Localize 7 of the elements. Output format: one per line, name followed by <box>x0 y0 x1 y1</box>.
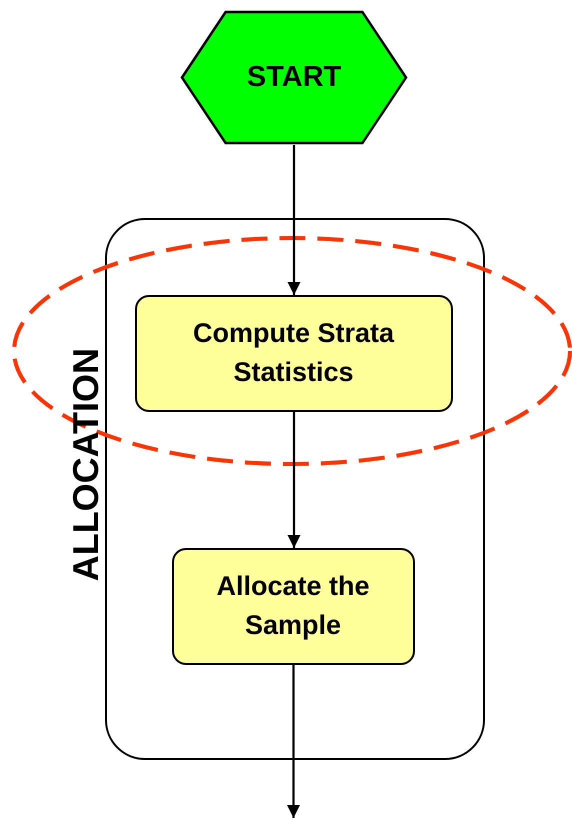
process-box: Compute Strata Statistics <box>134 294 452 412</box>
arrow <box>286 665 300 818</box>
group-label: ALLOCATION <box>65 348 107 582</box>
arrow <box>287 412 301 548</box>
terminal-label: START <box>246 61 342 94</box>
arrow <box>287 145 301 295</box>
process-box: Allocate the Sample <box>172 548 414 664</box>
